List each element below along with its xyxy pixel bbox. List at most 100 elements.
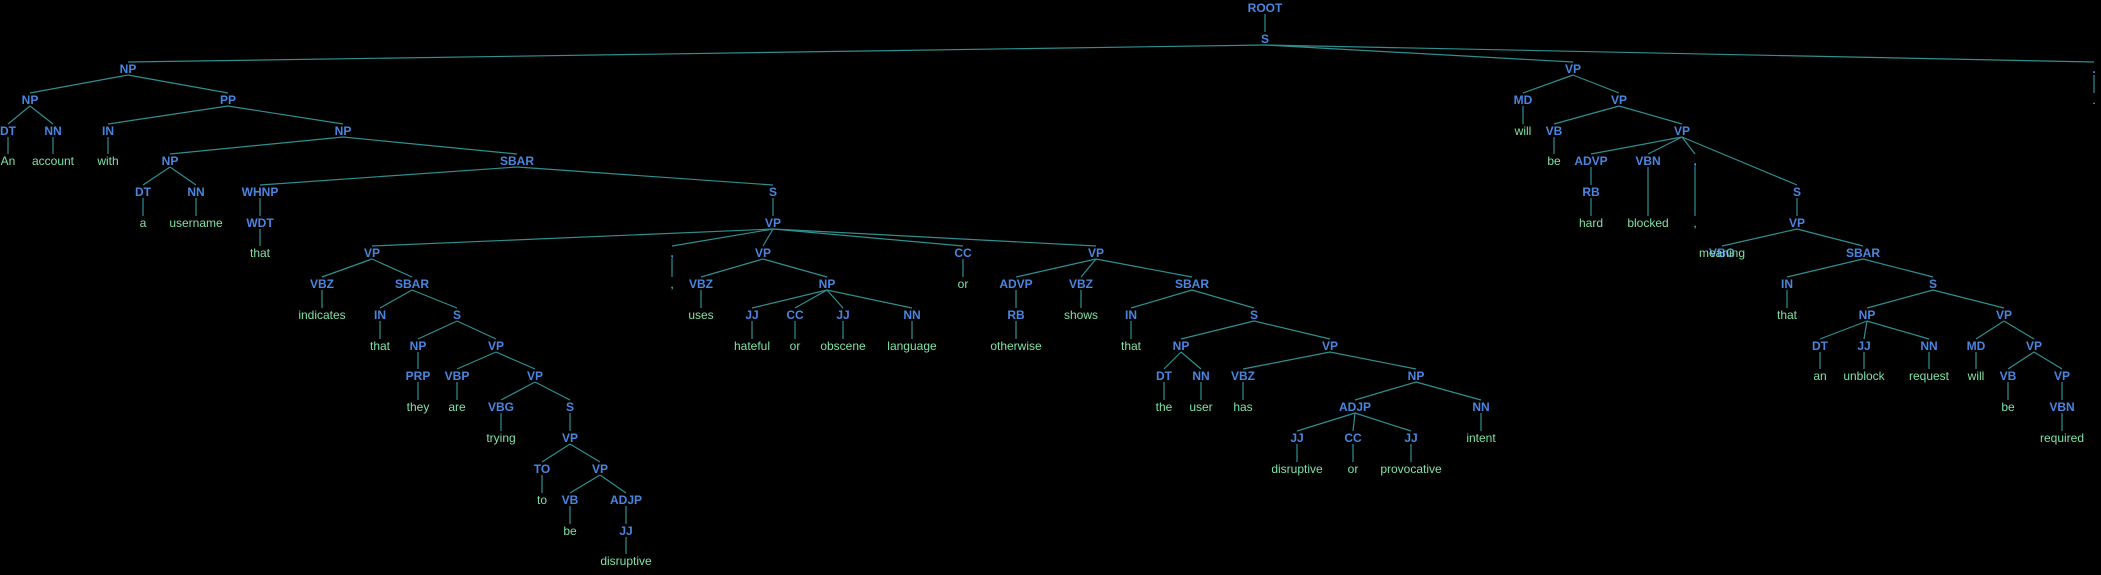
- category-advp1: ADVP: [999, 277, 1032, 291]
- category-vp1: VP: [765, 216, 781, 230]
- word-w_or2: or: [958, 277, 969, 291]
- tree-edge-vp8-advp1: [1015, 258, 1097, 278]
- tree-edge-np4-jj3: [826, 289, 844, 309]
- category-nn3: NN: [903, 308, 920, 322]
- category-dt1: DT: [0, 124, 17, 138]
- tree-edge-np7-dt4: [1819, 320, 1868, 340]
- word-w_or3: or: [1348, 462, 1359, 476]
- tree-edge-vp2-sbar2: [371, 258, 413, 278]
- tree-edge-vp1-comma1: [671, 228, 774, 247]
- tree-edge-np7-nn6: [1866, 320, 1930, 340]
- category-vp2: VP: [364, 246, 380, 260]
- word-w_request: request: [1909, 369, 1950, 383]
- tree-edge-pp1-np2: [227, 105, 344, 125]
- tree-edge-sbar2-s2: [411, 289, 458, 309]
- tree-edge-adjp2-cc3: [1352, 412, 1356, 432]
- category-jj2: JJ: [745, 308, 758, 322]
- word-w_hateful: hateful: [734, 339, 770, 353]
- word-w_account: account: [32, 154, 75, 168]
- category-vp7: VP: [755, 246, 771, 260]
- category-dt3: DT: [1156, 369, 1173, 383]
- category-adjp2: ADJP: [1339, 400, 1371, 414]
- tree-edge-sbar1-whnp: [259, 166, 518, 186]
- tree-edge-vp8-sbar3: [1095, 258, 1193, 278]
- tree-edge-vp10-vp11: [1572, 74, 1620, 94]
- category-whnp: WHNP: [242, 185, 279, 199]
- tree-edge-np1a-nn1: [29, 105, 54, 125]
- category-np2a: NP: [162, 154, 179, 168]
- word-w_blocked: blocked: [1627, 216, 1668, 230]
- category-s3: S: [566, 400, 574, 414]
- tree-edge-vp9-np6: [1329, 351, 1417, 370]
- tree-edge-np2a-dt2: [142, 166, 171, 186]
- category-np1a: NP: [22, 93, 39, 107]
- word-w_to: to: [537, 493, 547, 507]
- category-nn1: NN: [44, 124, 61, 138]
- category-s1: S: [769, 185, 777, 199]
- category-cc2: CC: [954, 246, 972, 260]
- word-w_uses: uses: [688, 308, 713, 322]
- category-in3: IN: [1125, 308, 1137, 322]
- category-vbz3: VBZ: [1069, 277, 1093, 291]
- category-vp4: VP: [527, 369, 543, 383]
- category-md2: MD: [1967, 339, 1986, 353]
- word-w_username: username: [169, 216, 223, 230]
- tree-edge-vp15-vp16: [2033, 351, 2063, 370]
- category-vbz2: VBZ: [689, 277, 713, 291]
- category-sbar1: SBAR: [500, 154, 534, 168]
- category-vbz4: VBZ: [1231, 369, 1255, 383]
- tree-edge-vp6-vb1: [569, 474, 601, 494]
- word-w_will1: will: [1514, 124, 1532, 138]
- word-w_required: required: [2040, 431, 2084, 445]
- category-vp13: VP: [1789, 216, 1805, 230]
- tree-edge-sbar4-s6: [1862, 258, 1934, 278]
- tree-edge-s0-vp10: [1264, 44, 1574, 63]
- word-w_intent: intent: [1466, 431, 1496, 445]
- tree-edge-np5-nn4: [1180, 351, 1202, 370]
- tree-edge-np2-np2a: [169, 136, 344, 155]
- word-w_otherwise: otherwise: [990, 339, 1042, 353]
- category-vp8: VP: [1088, 246, 1104, 260]
- category-jj3: JJ: [836, 308, 849, 322]
- word-w_comma1: ,: [670, 277, 673, 291]
- category-vp14: VP: [1996, 308, 2012, 322]
- tree-edge-sbar3-s4: [1191, 289, 1255, 309]
- tree-edge-np5-dt3: [1163, 351, 1182, 370]
- category-pp1: PP: [220, 93, 236, 107]
- tree-edge-vp14-md2: [1975, 320, 2005, 340]
- tree-edge-vp1-cc2: [772, 228, 964, 247]
- tree-edge-vp2-vbz1: [321, 258, 373, 278]
- category-rb2: RB: [1582, 185, 1600, 199]
- category-vp10: VP: [1565, 62, 1581, 76]
- category-vp15: VP: [2026, 339, 2042, 353]
- tree-edge-vp13-sbar4: [1796, 228, 1864, 247]
- category-sbar3: SBAR: [1175, 277, 1209, 291]
- word-w_user: user: [1189, 400, 1212, 414]
- word-w_be2: be: [1547, 154, 1561, 168]
- tree-edge-np4-nn3: [826, 289, 913, 309]
- category-np7: NP: [1859, 308, 1876, 322]
- category-vbg1: VBG: [488, 400, 514, 414]
- category-wdt: WDT: [246, 216, 274, 230]
- word-w_be3: be: [2001, 400, 2015, 414]
- tree-edge-vp11-vp12: [1618, 105, 1683, 125]
- category-root: ROOT: [1248, 1, 1283, 15]
- category-comma2: ,: [1693, 154, 1696, 168]
- category-vp9: VP: [1322, 339, 1338, 353]
- word-w_that1: that: [250, 246, 271, 260]
- category-dt4: DT: [1812, 339, 1829, 353]
- category-vp6: VP: [592, 462, 608, 476]
- category-vp5: VP: [562, 431, 578, 445]
- category-s2: S: [453, 308, 461, 322]
- tree-edge-np1a-dt1: [7, 105, 31, 125]
- tree-edge-vp12-comma2: [1681, 136, 1696, 155]
- tree-edge-s4-vp9: [1253, 320, 1331, 340]
- tree-edge-vp15-vb3: [2007, 351, 2035, 370]
- word-w_comma2: ,: [1693, 216, 1696, 230]
- tree-edge-s2-vp3: [456, 320, 497, 340]
- category-vp11: VP: [1611, 93, 1627, 107]
- word-w_trying: trying: [486, 431, 515, 445]
- category-prp: PRP: [406, 369, 431, 383]
- word-w_that2: that: [370, 339, 391, 353]
